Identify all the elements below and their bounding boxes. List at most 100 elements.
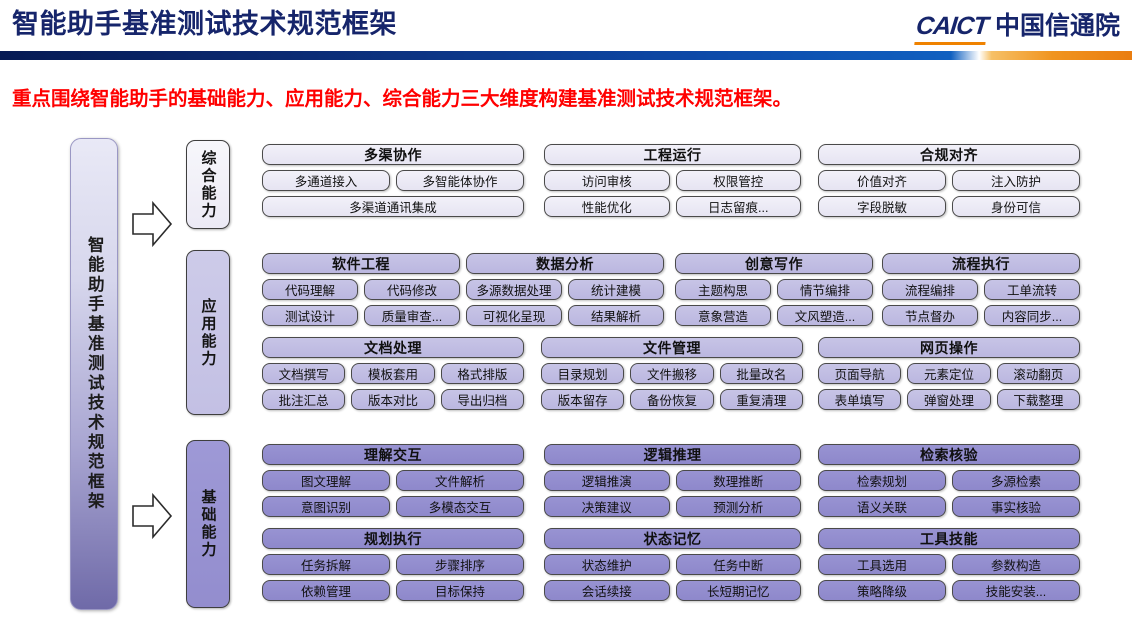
capability-cell[interactable]: 访问审核 <box>544 170 670 191</box>
group-row: 性能优化 日志留痕... <box>544 196 801 217</box>
capability-cell[interactable]: 文件解析 <box>396 470 524 491</box>
capability-cell[interactable]: 意象营造 <box>675 305 771 326</box>
capability-cell[interactable]: 页面导航 <box>818 363 902 384</box>
framework-spine-label: 智能助手基准测试技术规范框架 <box>85 236 104 512</box>
capability-cell[interactable]: 日志留痕... <box>675 196 801 217</box>
framework-spine: 智能助手基准测试技术规范框架 <box>70 138 118 610</box>
capability-cell[interactable]: 工具选用 <box>818 554 946 575</box>
capability-cell[interactable]: 结果解析 <box>568 305 664 326</box>
capability-cell[interactable]: 字段脱敏 <box>818 196 946 217</box>
group-row: 主题构思 情节编排 <box>675 279 873 300</box>
group-row: 文档撰写 模板套用 格式排版 <box>262 363 524 384</box>
capability-cell[interactable]: 会话续接 <box>544 580 670 601</box>
tier-label-comprehensive[interactable]: 综合能力 <box>186 140 230 229</box>
capability-cell[interactable]: 逻辑推演 <box>544 470 670 491</box>
caict-chinese-name: 中国信通院 <box>994 12 1120 40</box>
capability-cell[interactable]: 多通道接入 <box>262 170 390 191</box>
capability-cell[interactable]: 主题构思 <box>675 279 771 300</box>
group-逻辑推理: 逻辑推理 逻辑推演 数理推断 决策建议 预测分析 <box>544 444 801 517</box>
capability-cell[interactable]: 模板套用 <box>351 363 435 384</box>
capability-cell[interactable]: 长短期记忆 <box>675 580 801 601</box>
capability-cell[interactable]: 策略降级 <box>818 580 946 601</box>
capability-cell[interactable]: 多源数据处理 <box>466 279 562 300</box>
group-状态记忆: 状态记忆 状态维护 任务中断 会话续接 长短期记忆 <box>544 528 801 601</box>
capability-cell[interactable]: 多智能体协作 <box>396 170 524 191</box>
capability-cell[interactable]: 滚动翻页 <box>996 363 1080 384</box>
group-row: 流程编排 工单流转 <box>882 279 1080 300</box>
capability-cell[interactable]: 批量改名 <box>719 363 803 384</box>
capability-cell[interactable]: 性能优化 <box>544 196 670 217</box>
group-row: 状态维护 任务中断 <box>544 554 801 575</box>
group-流程执行: 流程执行 流程编排 工单流转 节点督办 内容同步... <box>882 253 1080 326</box>
capability-cell[interactable]: 表单填写 <box>818 389 902 410</box>
capability-cell[interactable]: 文档撰写 <box>262 363 346 384</box>
group-合规对齐: 合规对齐 价值对齐 注入防护 字段脱敏 身份可信 <box>818 144 1080 217</box>
capability-cell[interactable]: 备份恢复 <box>630 389 714 410</box>
capability-cell[interactable]: 文风塑造... <box>777 305 873 326</box>
capability-cell[interactable]: 状态维护 <box>544 554 670 575</box>
capability-cell[interactable]: 弹窗处理 <box>907 389 991 410</box>
capability-cell[interactable]: 目标保持 <box>396 580 524 601</box>
capability-cell[interactable]: 参数构造 <box>952 554 1080 575</box>
capability-cell[interactable]: 技能安装... <box>952 580 1080 601</box>
capability-cell[interactable]: 下载整理 <box>996 389 1080 410</box>
capability-cell[interactable]: 版本留存 <box>541 389 625 410</box>
group-row: 多渠道通讯集成 <box>262 196 524 217</box>
capability-cell[interactable]: 元素定位 <box>907 363 991 384</box>
capability-cell[interactable]: 导出归档 <box>440 389 524 410</box>
capability-cell[interactable]: 质量审查... <box>364 305 460 326</box>
capability-cell[interactable]: 重复清理 <box>719 389 803 410</box>
group-理解交互: 理解交互 图文理解 文件解析 意图识别 多模态交互 <box>262 444 524 517</box>
capability-cell[interactable]: 统计建模 <box>568 279 664 300</box>
tier-label-comprehensive-text: 综合能力 <box>199 149 217 220</box>
capability-cell[interactable]: 身份可信 <box>952 196 1080 217</box>
capability-cell[interactable]: 批注汇总 <box>262 389 346 410</box>
group-row: 图文理解 文件解析 <box>262 470 524 491</box>
tier-label-application-text: 应用能力 <box>199 297 217 368</box>
group-row: 逻辑推演 数理推断 <box>544 470 801 491</box>
capability-cell[interactable]: 多渠道通讯集成 <box>262 196 524 217</box>
group-检索核验: 检索核验 检索规划 多源检索 语义关联 事实核验 <box>818 444 1080 517</box>
capability-cell[interactable]: 目录规划 <box>541 363 625 384</box>
capability-cell[interactable]: 检索规划 <box>818 470 946 491</box>
capability-cell[interactable]: 多模态交互 <box>396 496 524 517</box>
capability-cell[interactable]: 代码修改 <box>364 279 460 300</box>
group-文档处理: 文档处理 文档撰写 模板套用 格式排版 批注汇总 版本对比 导出归档 <box>262 337 524 410</box>
capability-cell[interactable]: 文件搬移 <box>630 363 714 384</box>
capability-cell[interactable]: 预测分析 <box>675 496 801 517</box>
capability-cell[interactable]: 权限管控 <box>675 170 801 191</box>
capability-cell[interactable]: 注入防护 <box>952 170 1080 191</box>
capability-cell[interactable]: 工单流转 <box>984 279 1080 300</box>
capability-cell[interactable]: 格式排版 <box>440 363 524 384</box>
tier-label-foundation-text: 基础能力 <box>199 489 217 559</box>
capability-cell[interactable]: 图文理解 <box>262 470 390 491</box>
capability-cell[interactable]: 代码理解 <box>262 279 358 300</box>
group-title: 规划执行 <box>262 528 524 549</box>
tier-label-foundation[interactable]: 基础能力 <box>186 440 230 608</box>
group-row: 决策建议 预测分析 <box>544 496 801 517</box>
capability-cell[interactable]: 意图识别 <box>262 496 390 517</box>
capability-cell[interactable]: 情节编排 <box>777 279 873 300</box>
capability-cell[interactable]: 任务拆解 <box>262 554 390 575</box>
capability-cell[interactable]: 价值对齐 <box>818 170 946 191</box>
group-row: 代码理解 代码修改 <box>262 279 460 300</box>
capability-cell[interactable]: 语义关联 <box>818 496 946 517</box>
capability-cell[interactable]: 测试设计 <box>262 305 358 326</box>
tier-label-application[interactable]: 应用能力 <box>186 250 230 415</box>
capability-cell[interactable]: 事实核验 <box>952 496 1080 517</box>
capability-cell[interactable]: 依赖管理 <box>262 580 390 601</box>
capability-cell[interactable]: 多源检索 <box>952 470 1080 491</box>
subtitle-text: 重点围绕智能助手的基础能力、应用能力、综合能力三大维度构建基准测试技术规范框架。 <box>12 88 793 110</box>
capability-cell[interactable]: 任务中断 <box>675 554 801 575</box>
capability-cell[interactable]: 可视化呈现 <box>466 305 562 326</box>
capability-cell[interactable]: 数理推断 <box>675 470 801 491</box>
capability-cell[interactable]: 内容同步... <box>984 305 1080 326</box>
capability-cell[interactable]: 步骤排序 <box>396 554 524 575</box>
capability-cell[interactable]: 决策建议 <box>544 496 670 517</box>
capability-cell[interactable]: 版本对比 <box>351 389 435 410</box>
capability-cell[interactable]: 节点督办 <box>882 305 978 326</box>
capability-cell[interactable]: 流程编排 <box>882 279 978 300</box>
group-title: 软件工程 <box>262 253 460 274</box>
header-divider-rule <box>0 51 1132 60</box>
